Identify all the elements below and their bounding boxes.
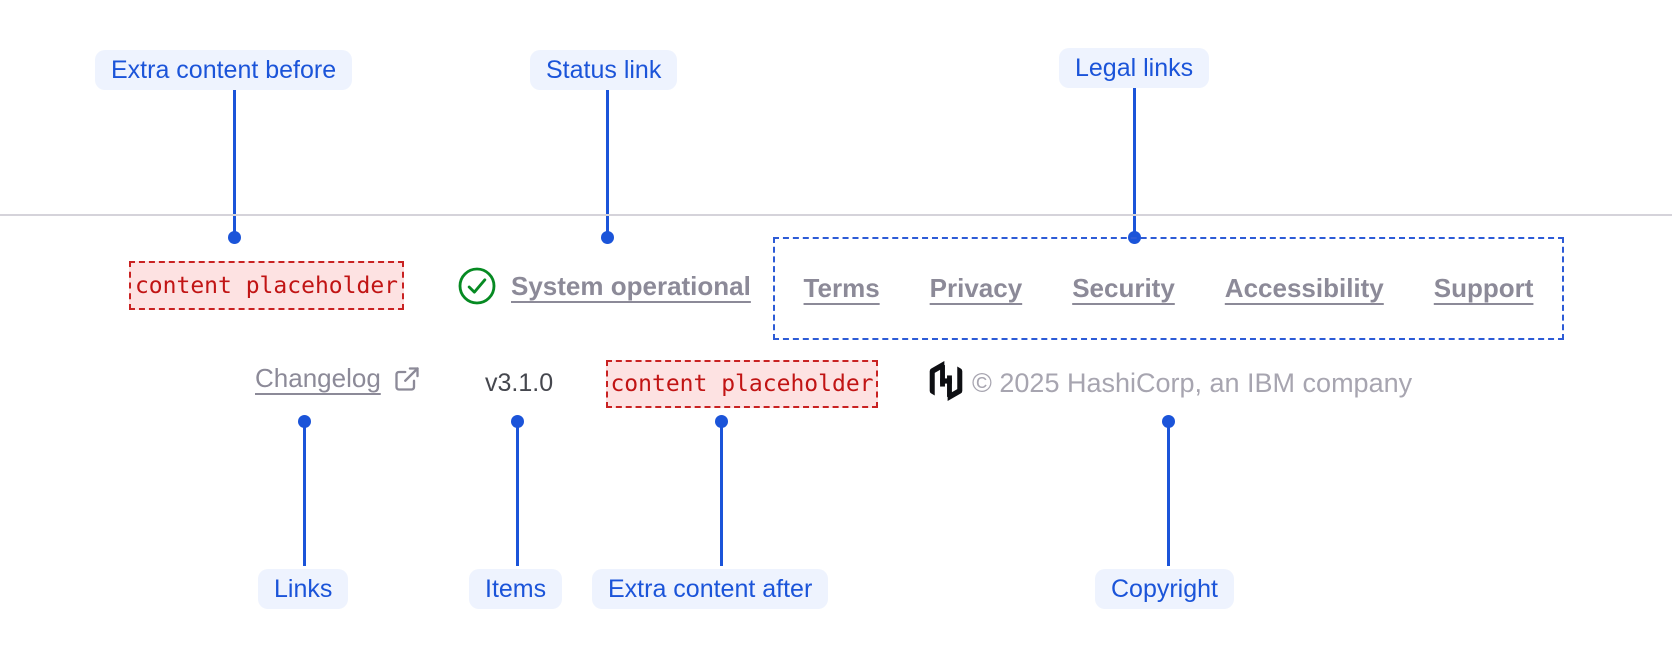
connector-line	[606, 90, 609, 232]
hashicorp-logo-icon	[928, 361, 964, 401]
changelog-link[interactable]: Changelog	[255, 363, 421, 394]
legal-link-terms[interactable]: Terms	[803, 273, 880, 303]
annotation-label-items: Items	[469, 569, 563, 609]
legal-link-privacy[interactable]: Privacy	[929, 273, 1023, 303]
legal-links-container: Terms Privacy Security Accessibility Sup…	[773, 237, 1564, 340]
connector-line	[1167, 421, 1170, 566]
annotation-label-extra-content-before: Extra content before	[95, 50, 353, 90]
version-item: v3.1.0	[485, 369, 554, 397]
connector-line	[720, 421, 723, 566]
legal-link-support[interactable]: Support	[1433, 273, 1534, 303]
check-circle-icon	[457, 266, 497, 306]
extra-content-after-placeholder: content placeholder	[606, 360, 878, 408]
connector-line	[1133, 88, 1136, 232]
connector-line	[233, 90, 236, 232]
status-link-label: System operational	[511, 270, 751, 301]
connector-line	[303, 421, 306, 566]
extra-content-before-placeholder: content placeholder	[129, 261, 404, 310]
legal-link-security[interactable]: Security	[1072, 273, 1175, 303]
placeholder-text: content placeholder	[610, 371, 874, 397]
annotation-label-status-link: Status link	[530, 50, 678, 90]
annotation-label-legal-links: Legal links	[1059, 48, 1210, 88]
annotation-label-extra-content-after: Extra content after	[592, 569, 829, 609]
copyright-text: © 2025 HashiCorp, an IBM company	[972, 368, 1413, 398]
external-link-icon	[393, 365, 421, 393]
legal-link-accessibility[interactable]: Accessibility	[1224, 273, 1384, 303]
placeholder-text: content placeholder	[134, 272, 399, 299]
changelog-link-label: Changelog	[255, 363, 381, 393]
annotation-label-copyright: Copyright	[1095, 569, 1234, 609]
footer-top-divider	[0, 214, 1672, 216]
connector-line	[516, 421, 519, 566]
connector-dot	[228, 231, 241, 244]
annotation-label-links: Links	[258, 569, 349, 609]
connector-dot	[601, 231, 614, 244]
status-link[interactable]: System operational	[457, 266, 751, 306]
